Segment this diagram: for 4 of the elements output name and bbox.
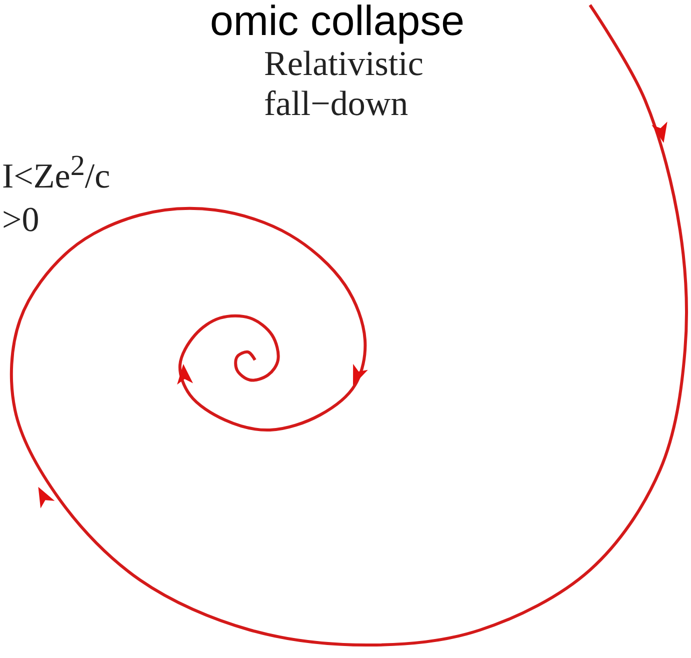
slide-title: omic collapse bbox=[210, 0, 464, 42]
process-label: Relativistic fall−down bbox=[264, 44, 424, 124]
formula-label: I<Ze$^{2}$/c bbox=[2, 150, 110, 197]
condition-label: >0 bbox=[2, 200, 40, 240]
